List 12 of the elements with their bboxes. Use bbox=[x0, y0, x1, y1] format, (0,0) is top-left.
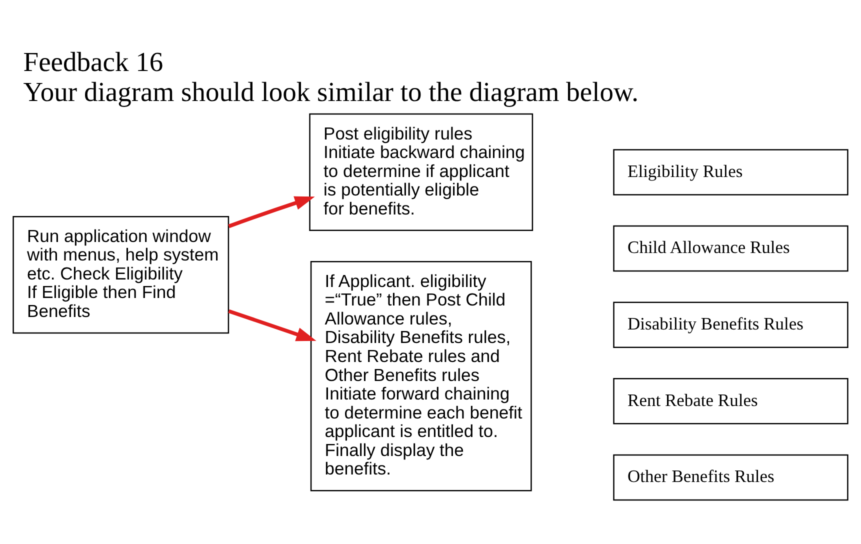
diagram-title: Feedback 16 bbox=[23, 46, 164, 78]
node-box: If Applicant. eligibility =“True” then Post Child Allowance rules, Disability Benefits rules, Rent Rebate rules and Other Benefits rules Initiate forward chaining to determine each benefit applicant is entitled to. Finally display the benefits. bbox=[310, 261, 532, 492]
node-box: Child Allowance Rules bbox=[613, 225, 848, 272]
node-box: Disability Benefits Rules bbox=[613, 302, 848, 348]
node-box: Post eligibility rules Initiate backward chaining to determine if applicant is potentially eligible for benefits. bbox=[309, 113, 534, 232]
caption: Your diagram should look similar to the diagram below. bbox=[23, 76, 639, 108]
arrow bbox=[228, 309, 316, 342]
arrow bbox=[228, 196, 315, 228]
node-box: Other Benefits Rules bbox=[613, 454, 848, 501]
node-box: Rent Rebate Rules bbox=[613, 378, 848, 424]
node-box: Eligibility Rules bbox=[613, 149, 848, 196]
node-box: Run application window with menus, help system etc. Check Eligibility If Eligible then Find Benefits bbox=[12, 216, 230, 334]
